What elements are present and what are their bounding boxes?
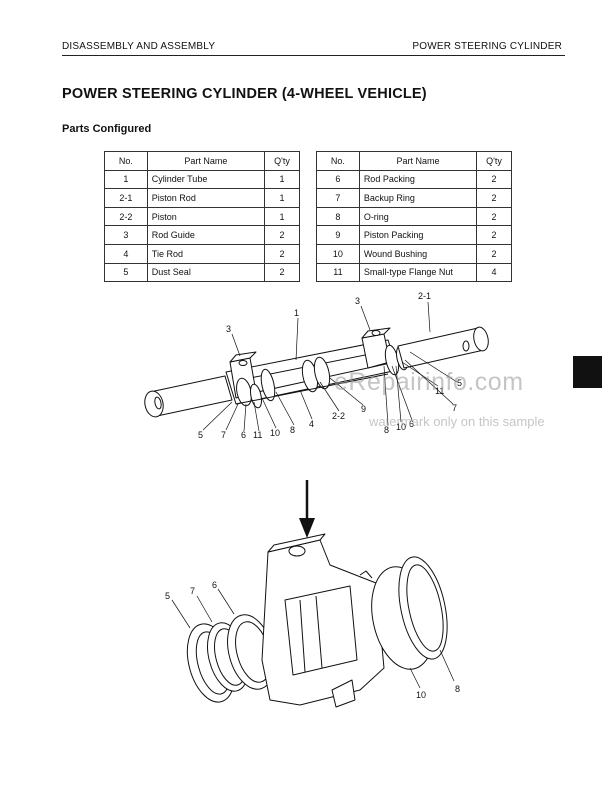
callout-2-1: 2-1 bbox=[418, 291, 431, 301]
lower-leader-lines bbox=[171, 588, 455, 689]
callout-7-right: 7 bbox=[452, 403, 457, 413]
callout-11-left: 11 bbox=[253, 430, 262, 440]
section-tab-marker bbox=[573, 356, 602, 388]
lower-callout-labels: 5 7 6 10 8 bbox=[165, 580, 460, 700]
seal-detail-drawing bbox=[186, 533, 448, 708]
header-document-label: POWER STEERING CYLINDER bbox=[412, 41, 562, 52]
left-rod-guide bbox=[229, 351, 262, 409]
callout-detail-5: 5 bbox=[165, 591, 170, 601]
table-header-row: No. Part Name Q'ty bbox=[316, 151, 512, 171]
callout-7-left: 7 bbox=[221, 430, 226, 440]
callout-10-right: 10 bbox=[396, 422, 406, 432]
upper-callout-labels: 1 2-1 3 3 5 7 11 10 6 8 9 2-2 4 8 10 11 … bbox=[198, 291, 462, 440]
callout-detail-6: 6 bbox=[212, 580, 217, 590]
cell-name: Small-type Flange Nut bbox=[358, 262, 478, 283]
callout-3-right: 3 bbox=[355, 296, 360, 306]
tie-rod-lower bbox=[235, 373, 389, 405]
left-rod-end bbox=[144, 375, 233, 418]
callout-9: 9 bbox=[361, 404, 366, 414]
callout-5-left: 5 bbox=[198, 430, 203, 440]
callout-6-left: 6 bbox=[241, 430, 246, 440]
callout-1: 1 bbox=[294, 308, 299, 318]
upper-leader-lines bbox=[202, 301, 458, 432]
cell-name: Rod Packing bbox=[358, 169, 478, 190]
right-rod-end bbox=[397, 326, 489, 369]
callout-3-left: 3 bbox=[226, 324, 231, 334]
callout-11-right: 11 bbox=[435, 386, 444, 396]
cell-qty: 2 bbox=[476, 243, 512, 264]
callout-detail-7: 7 bbox=[190, 586, 195, 596]
cell-name: Tie Rod bbox=[146, 243, 266, 264]
callout-8-left: 8 bbox=[290, 425, 295, 435]
cell-qty: 2 bbox=[476, 188, 512, 208]
cell-name: Wound Bushing bbox=[358, 243, 478, 264]
callout-detail-8: 8 bbox=[455, 684, 460, 694]
page-title: POWER STEERING CYLINDER (4-WHEEL VEHICLE… bbox=[62, 86, 427, 102]
watermark-text: eRepairinfo.com bbox=[334, 368, 524, 396]
callout-5-right: 5 bbox=[457, 378, 462, 388]
callout-6-right: 6 bbox=[409, 419, 414, 429]
callout-8-right: 8 bbox=[384, 425, 389, 435]
arrow-down-icon bbox=[299, 480, 315, 538]
callout-4: 4 bbox=[309, 419, 314, 429]
callout-2-2: 2-2 bbox=[332, 411, 345, 421]
cell-qty: 2 bbox=[264, 262, 300, 283]
header-section-label: DISASSEMBLY AND ASSEMBLY bbox=[62, 41, 216, 52]
cell-qty: 2 bbox=[264, 243, 300, 264]
section-heading: Parts Configured bbox=[62, 123, 152, 135]
callout-10-left: 10 bbox=[270, 428, 280, 438]
header-divider bbox=[62, 55, 565, 56]
cell-qty: 4 bbox=[476, 262, 512, 283]
callout-detail-10: 10 bbox=[416, 690, 426, 700]
cell-name: Dust Seal bbox=[146, 262, 266, 283]
watermark-subtext: watermark only on this sample bbox=[369, 414, 545, 429]
